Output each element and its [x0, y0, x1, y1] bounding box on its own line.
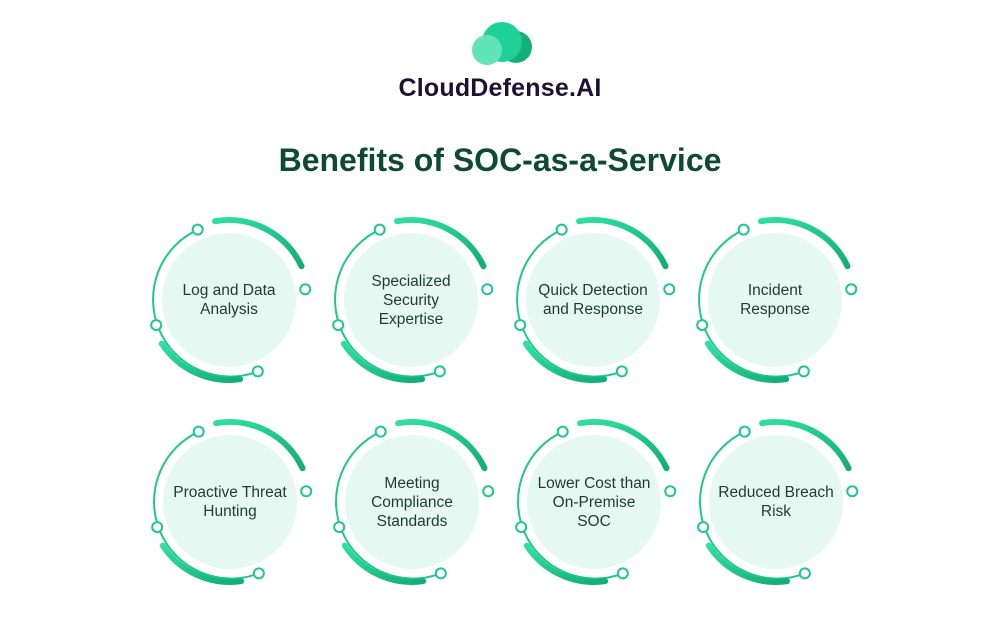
page-title: Benefits of SOC-as-a-Service: [278, 142, 722, 178]
benefit-card: Proactive Threat Hunting: [140, 412, 320, 592]
node-icon: [481, 283, 494, 296]
node-icon: [373, 223, 386, 236]
benefit-card: Reduced Breach Risk: [686, 412, 866, 592]
node-icon: [150, 319, 163, 332]
ring-graphic: [333, 418, 495, 585]
benefit-card: Log and Data Analysis: [139, 210, 319, 390]
inner-circle: [526, 233, 660, 367]
node-icon: [798, 567, 811, 580]
node-icon: [515, 521, 528, 534]
benefit-label: Incident Response: [740, 282, 810, 318]
benefit-card: Quick Detection and Response: [503, 210, 683, 390]
node-icon: [555, 223, 568, 236]
benefit-label: Lower Cost than On-Premise SOC: [537, 474, 651, 530]
benefit-label: Proactive Threat Hunting: [173, 484, 287, 520]
thick-arc-bottom: [523, 542, 609, 585]
node-icon: [556, 425, 569, 438]
inner-circle: [527, 435, 661, 569]
inner-circle: [163, 435, 297, 569]
node-icon: [615, 365, 628, 378]
thick-arc-bottom: [704, 340, 790, 383]
benefit-card: Incident Response: [685, 210, 865, 390]
thick-arc-top: [394, 216, 487, 270]
inner-circle: [345, 435, 479, 569]
node-icon: [333, 521, 346, 534]
thick-arc-bottom: [158, 340, 244, 383]
node-icon: [697, 521, 710, 534]
node-icon: [433, 365, 446, 378]
thick-arc-top: [395, 418, 488, 472]
benefit-card: Specialized Security Expertise: [321, 210, 501, 390]
thick-arc-bottom: [340, 340, 426, 383]
inner-circle: [344, 233, 478, 367]
node-icon: [846, 485, 859, 498]
brand-name: CloudDefense.AI: [398, 74, 602, 102]
ring-graphic: [697, 418, 859, 585]
node-icon: [482, 485, 495, 498]
node-icon: [332, 319, 345, 332]
node-icon: [374, 425, 387, 438]
node-icon: [300, 485, 313, 498]
benefit-label: Log and Data Analysis: [182, 282, 276, 318]
ring-graphic: [696, 216, 858, 383]
inner-circle: [162, 233, 296, 367]
thick-arc-bottom: [159, 542, 245, 585]
benefit-label: Specialized Security Expertise: [371, 272, 451, 328]
thick-arc-top: [212, 216, 305, 270]
inner-circle: [708, 233, 842, 367]
thick-arc-top: [759, 418, 852, 472]
thick-arc-top: [576, 216, 669, 270]
ring-graphic: [514, 216, 676, 383]
node-icon: [514, 319, 527, 332]
node-icon: [664, 485, 677, 498]
ring-graphic: [515, 418, 677, 585]
node-icon: [663, 283, 676, 296]
cloud-logo-icon: [472, 22, 532, 65]
benefit-label: Quick Detection and Response: [538, 282, 648, 318]
ring-graphic: [151, 418, 313, 585]
node-icon: [797, 365, 810, 378]
ring-graphic: [332, 216, 494, 383]
thick-arc-top: [577, 418, 670, 472]
thick-arc-bottom: [341, 542, 427, 585]
thick-arc-top: [213, 418, 306, 472]
benefit-card: Lower Cost than On-Premise SOC: [504, 412, 684, 592]
node-icon: [192, 425, 205, 438]
node-icon: [738, 425, 751, 438]
node-icon: [737, 223, 750, 236]
node-icon: [151, 521, 164, 534]
node-icon: [191, 223, 204, 236]
thick-arc-bottom: [522, 340, 608, 383]
inner-circle: [709, 435, 843, 569]
benefit-label: Reduced Breach Risk: [718, 484, 834, 520]
node-icon: [299, 283, 312, 296]
node-icon: [252, 567, 265, 580]
ring-graphic: [150, 216, 312, 383]
node-icon: [696, 319, 709, 332]
benefit-card: Meeting Compliance Standards: [322, 412, 502, 592]
thick-arc-bottom: [705, 542, 791, 585]
thick-arc-top: [758, 216, 851, 270]
benefit-label: Meeting Compliance Standards: [371, 474, 453, 530]
node-icon: [616, 567, 629, 580]
node-icon: [845, 283, 858, 296]
node-icon: [434, 567, 447, 580]
node-icon: [251, 365, 264, 378]
